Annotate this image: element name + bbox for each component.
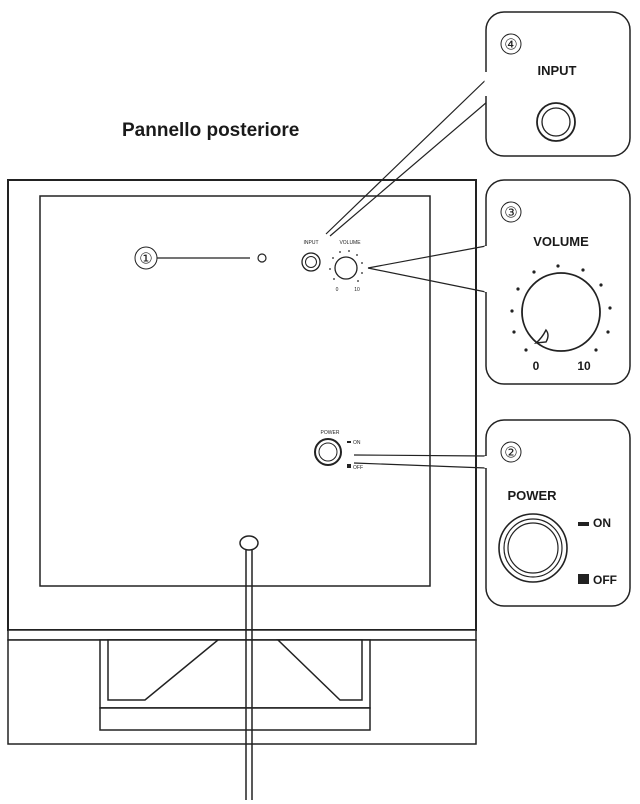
panel-input-jack: [301, 252, 321, 272]
panel-volume-max: 10: [354, 287, 360, 293]
callout-1-number: ①: [139, 251, 152, 268]
panel-volume-label: VOLUME: [339, 240, 361, 246]
power-off-label: OFF: [593, 573, 617, 587]
callout-4-number: ④: [504, 37, 517, 54]
power-cord: [239, 535, 259, 800]
panel-volume-min: 0: [336, 287, 339, 293]
panel-power-switch[interactable]: [314, 438, 351, 468]
subwoofer-base: [7, 629, 477, 745]
power-on-indicator-icon: [578, 522, 589, 526]
panel-input-label: INPUT: [304, 240, 319, 246]
volume-min-label: 0: [533, 359, 540, 373]
panel-power-on: ON: [353, 440, 361, 446]
panel-power-label: POWER: [321, 430, 340, 436]
subwoofer-body: [7, 179, 477, 631]
callout-4-box: [325, 11, 631, 237]
callout-2-number: ②: [504, 445, 517, 462]
panel-volume-knob[interactable]: [329, 250, 363, 282]
diagram-title: Pannello posteriore: [122, 120, 299, 141]
callout-1: [134, 246, 250, 270]
power-off-indicator-icon: [578, 574, 589, 584]
input-jack-detail[interactable]: [536, 102, 576, 142]
volume-max-label: 10: [577, 359, 591, 373]
volume-knob-detail[interactable]: [510, 264, 612, 352]
panel-power-off: OFF: [353, 465, 363, 471]
callout-2-label: POWER: [507, 488, 557, 503]
volume-scale-dots: [510, 264, 612, 352]
callout-3-label: VOLUME: [533, 234, 589, 249]
indicator-led: [257, 253, 267, 263]
callout-3-number: ③: [504, 205, 517, 222]
power-on-label: ON: [593, 516, 611, 530]
callout-4-label: INPUT: [538, 63, 577, 78]
power-button-detail[interactable]: [498, 513, 568, 583]
